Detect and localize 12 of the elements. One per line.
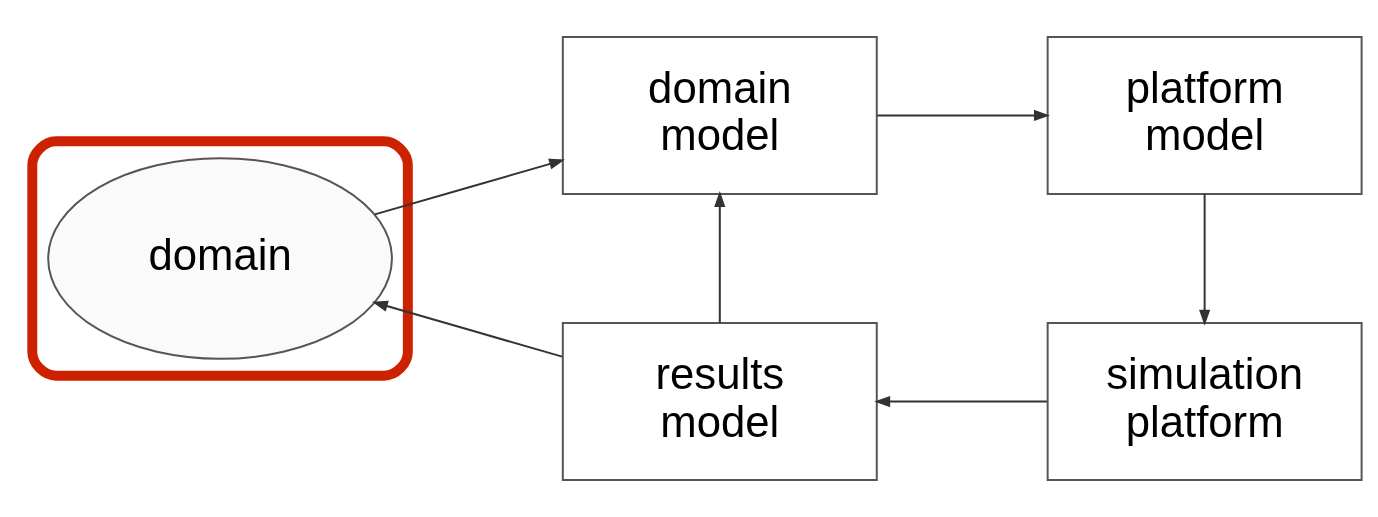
node-box: simulation platform (1046, 322, 1363, 482)
arrow (874, 396, 1048, 408)
arrow (373, 158, 565, 216)
node-box: platform model (1046, 35, 1363, 195)
cluster (27, 136, 413, 381)
node-box: domain model (561, 35, 878, 195)
arrow (876, 109, 1050, 121)
arrow (714, 191, 726, 324)
arrow (371, 300, 564, 358)
node-ellipse: domain (47, 157, 393, 360)
arrow (1199, 193, 1211, 326)
node-box: results model (561, 322, 878, 482)
